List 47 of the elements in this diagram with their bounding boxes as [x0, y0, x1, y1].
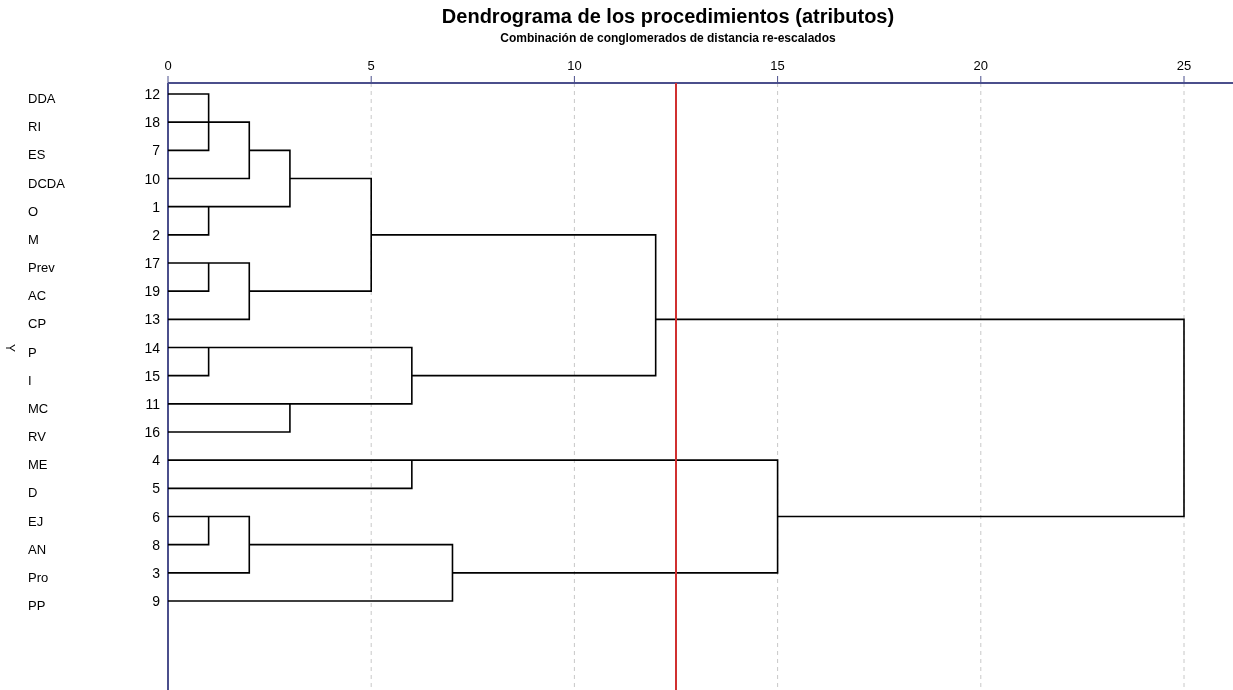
row-label: DCDA: [28, 176, 65, 190]
tick-label: 0: [164, 59, 172, 72]
case-number: 10: [144, 171, 160, 186]
row-label: D: [28, 486, 38, 500]
axis-title: Combinación de conglomerados de distancia re-escalados: [500, 32, 836, 44]
case-number: 1: [152, 199, 160, 214]
row-label: RV: [28, 430, 46, 443]
case-number: 17: [144, 256, 160, 270]
case-number: 18: [144, 115, 160, 130]
row-label: I: [28, 373, 32, 387]
row-label: M: [28, 232, 39, 246]
row-label: MC: [28, 401, 49, 415]
case-number: 15: [144, 368, 160, 383]
row-label: DDA: [28, 92, 56, 105]
chart-title: Dendrograma de los procedimientos (atributos): [441, 6, 895, 26]
row-label: RI: [28, 120, 41, 134]
row-label: CP: [28, 317, 47, 331]
row-label: AC: [28, 289, 47, 303]
case-number: 6: [152, 509, 160, 524]
case-number: 13: [144, 312, 160, 327]
row-label: Pro: [28, 570, 49, 584]
case-number: 19: [144, 284, 160, 299]
tick-label: 5: [367, 59, 375, 72]
case-number: 4: [152, 453, 160, 468]
row-label: EJ: [28, 514, 44, 528]
tick-label: 25: [1176, 59, 1192, 72]
case-number: 8: [152, 537, 160, 552]
case-number: 14: [144, 340, 160, 355]
row-label: PP: [28, 599, 46, 612]
row-label: AN: [28, 542, 47, 556]
case-number: 3: [152, 565, 160, 580]
tick-label: 10: [567, 59, 582, 72]
case-number: 7: [152, 143, 160, 158]
row-label: P: [28, 345, 37, 359]
case-number: 5: [152, 481, 160, 496]
row-label: Prev: [28, 261, 55, 274]
case-number: 12: [144, 87, 160, 101]
case-number: 9: [152, 594, 160, 608]
case-number: 16: [144, 425, 160, 439]
row-label: ME: [28, 458, 48, 472]
row-label: O: [28, 204, 39, 218]
axis-label: Y: [4, 343, 16, 352]
tick-label: 15: [770, 59, 785, 72]
case-number: 11: [145, 396, 160, 411]
case-number: 2: [152, 227, 160, 242]
row-label: ES: [28, 148, 46, 162]
tick-label: 20: [973, 59, 989, 72]
